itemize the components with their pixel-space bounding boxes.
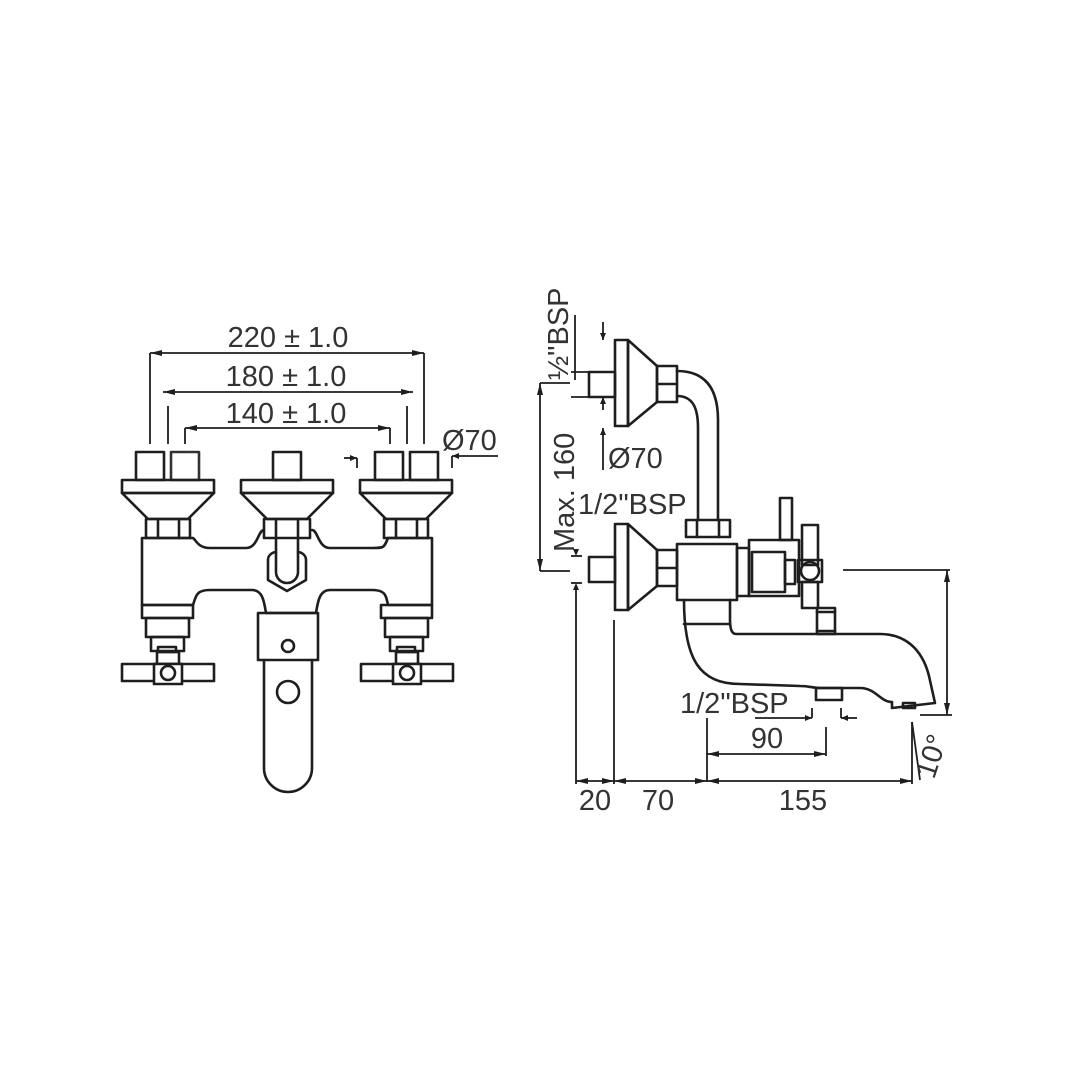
dimension-flange-diameter-side-label: Ø70 bbox=[608, 443, 663, 475]
dimension-overall-width: 220 ± 1.0 bbox=[149, 322, 425, 444]
dimension-spout-height bbox=[843, 569, 952, 716]
dimension-flange-diameter-front: Ø70 bbox=[344, 425, 498, 468]
dimension-centers-outer-label: 180 ± 1.0 bbox=[226, 361, 347, 393]
dimension-outlet-offset: 90 bbox=[706, 718, 827, 782]
right-inlet-assembly bbox=[358, 450, 454, 540]
right-handle bbox=[359, 603, 455, 686]
upper-inlet-side bbox=[587, 338, 720, 522]
dimension-flange-diameter-front-label: Ø70 bbox=[442, 425, 497, 457]
dimension-centers-inner-label: 140 ± 1.0 bbox=[226, 398, 347, 430]
spout-front bbox=[256, 611, 320, 794]
mixer-body-side bbox=[675, 496, 837, 636]
dimension-outlet-thread bbox=[755, 708, 857, 721]
left-handle bbox=[120, 603, 216, 686]
dimension-wall-offset-label: 20 bbox=[579, 785, 611, 817]
dimension-outlet-thread-label: 1/2"BSP bbox=[680, 688, 789, 720]
lower-inlet-side bbox=[587, 522, 679, 612]
dimension-bottom-chain: 20 70 155 bbox=[575, 590, 921, 817]
dimension-overall-width-label: 220 ± 1.0 bbox=[228, 322, 349, 354]
dimension-lower-inlet-thread bbox=[571, 549, 582, 590]
dimension-flange-diameter-side: Ø70 bbox=[600, 428, 663, 475]
dimension-centers-outer: 180 ± 1.0 bbox=[163, 361, 413, 444]
spout-side bbox=[682, 598, 937, 710]
side-view: ½"BSP Max. 160 Ø70 1/2"BSP bbox=[537, 287, 954, 817]
dimension-outlet-offset-label: 90 bbox=[751, 723, 783, 755]
front-view: 220 ± 1.0 180 ± 1.0 140 ± 1.0 bbox=[120, 322, 498, 794]
dimension-top-inlet-thread-label: ½"BSP bbox=[543, 287, 575, 380]
dimension-body-offset-label: 70 bbox=[642, 785, 674, 817]
center-diverter-assembly bbox=[239, 450, 335, 540]
dimension-centers-inner: 140 ± 1.0 bbox=[184, 398, 391, 444]
left-inlet-assembly bbox=[120, 450, 216, 540]
mixer-body-front bbox=[140, 528, 434, 615]
dimension-max-height: Max. 160 bbox=[537, 382, 581, 572]
dimension-lower-inlet-thread-label: 1/2"BSP bbox=[578, 489, 687, 521]
dimension-spout-reach-label: 155 bbox=[779, 785, 827, 817]
dimension-spout-angle-label: 10° bbox=[910, 731, 954, 783]
dimension-max-height-label: Max. 160 bbox=[549, 433, 581, 552]
